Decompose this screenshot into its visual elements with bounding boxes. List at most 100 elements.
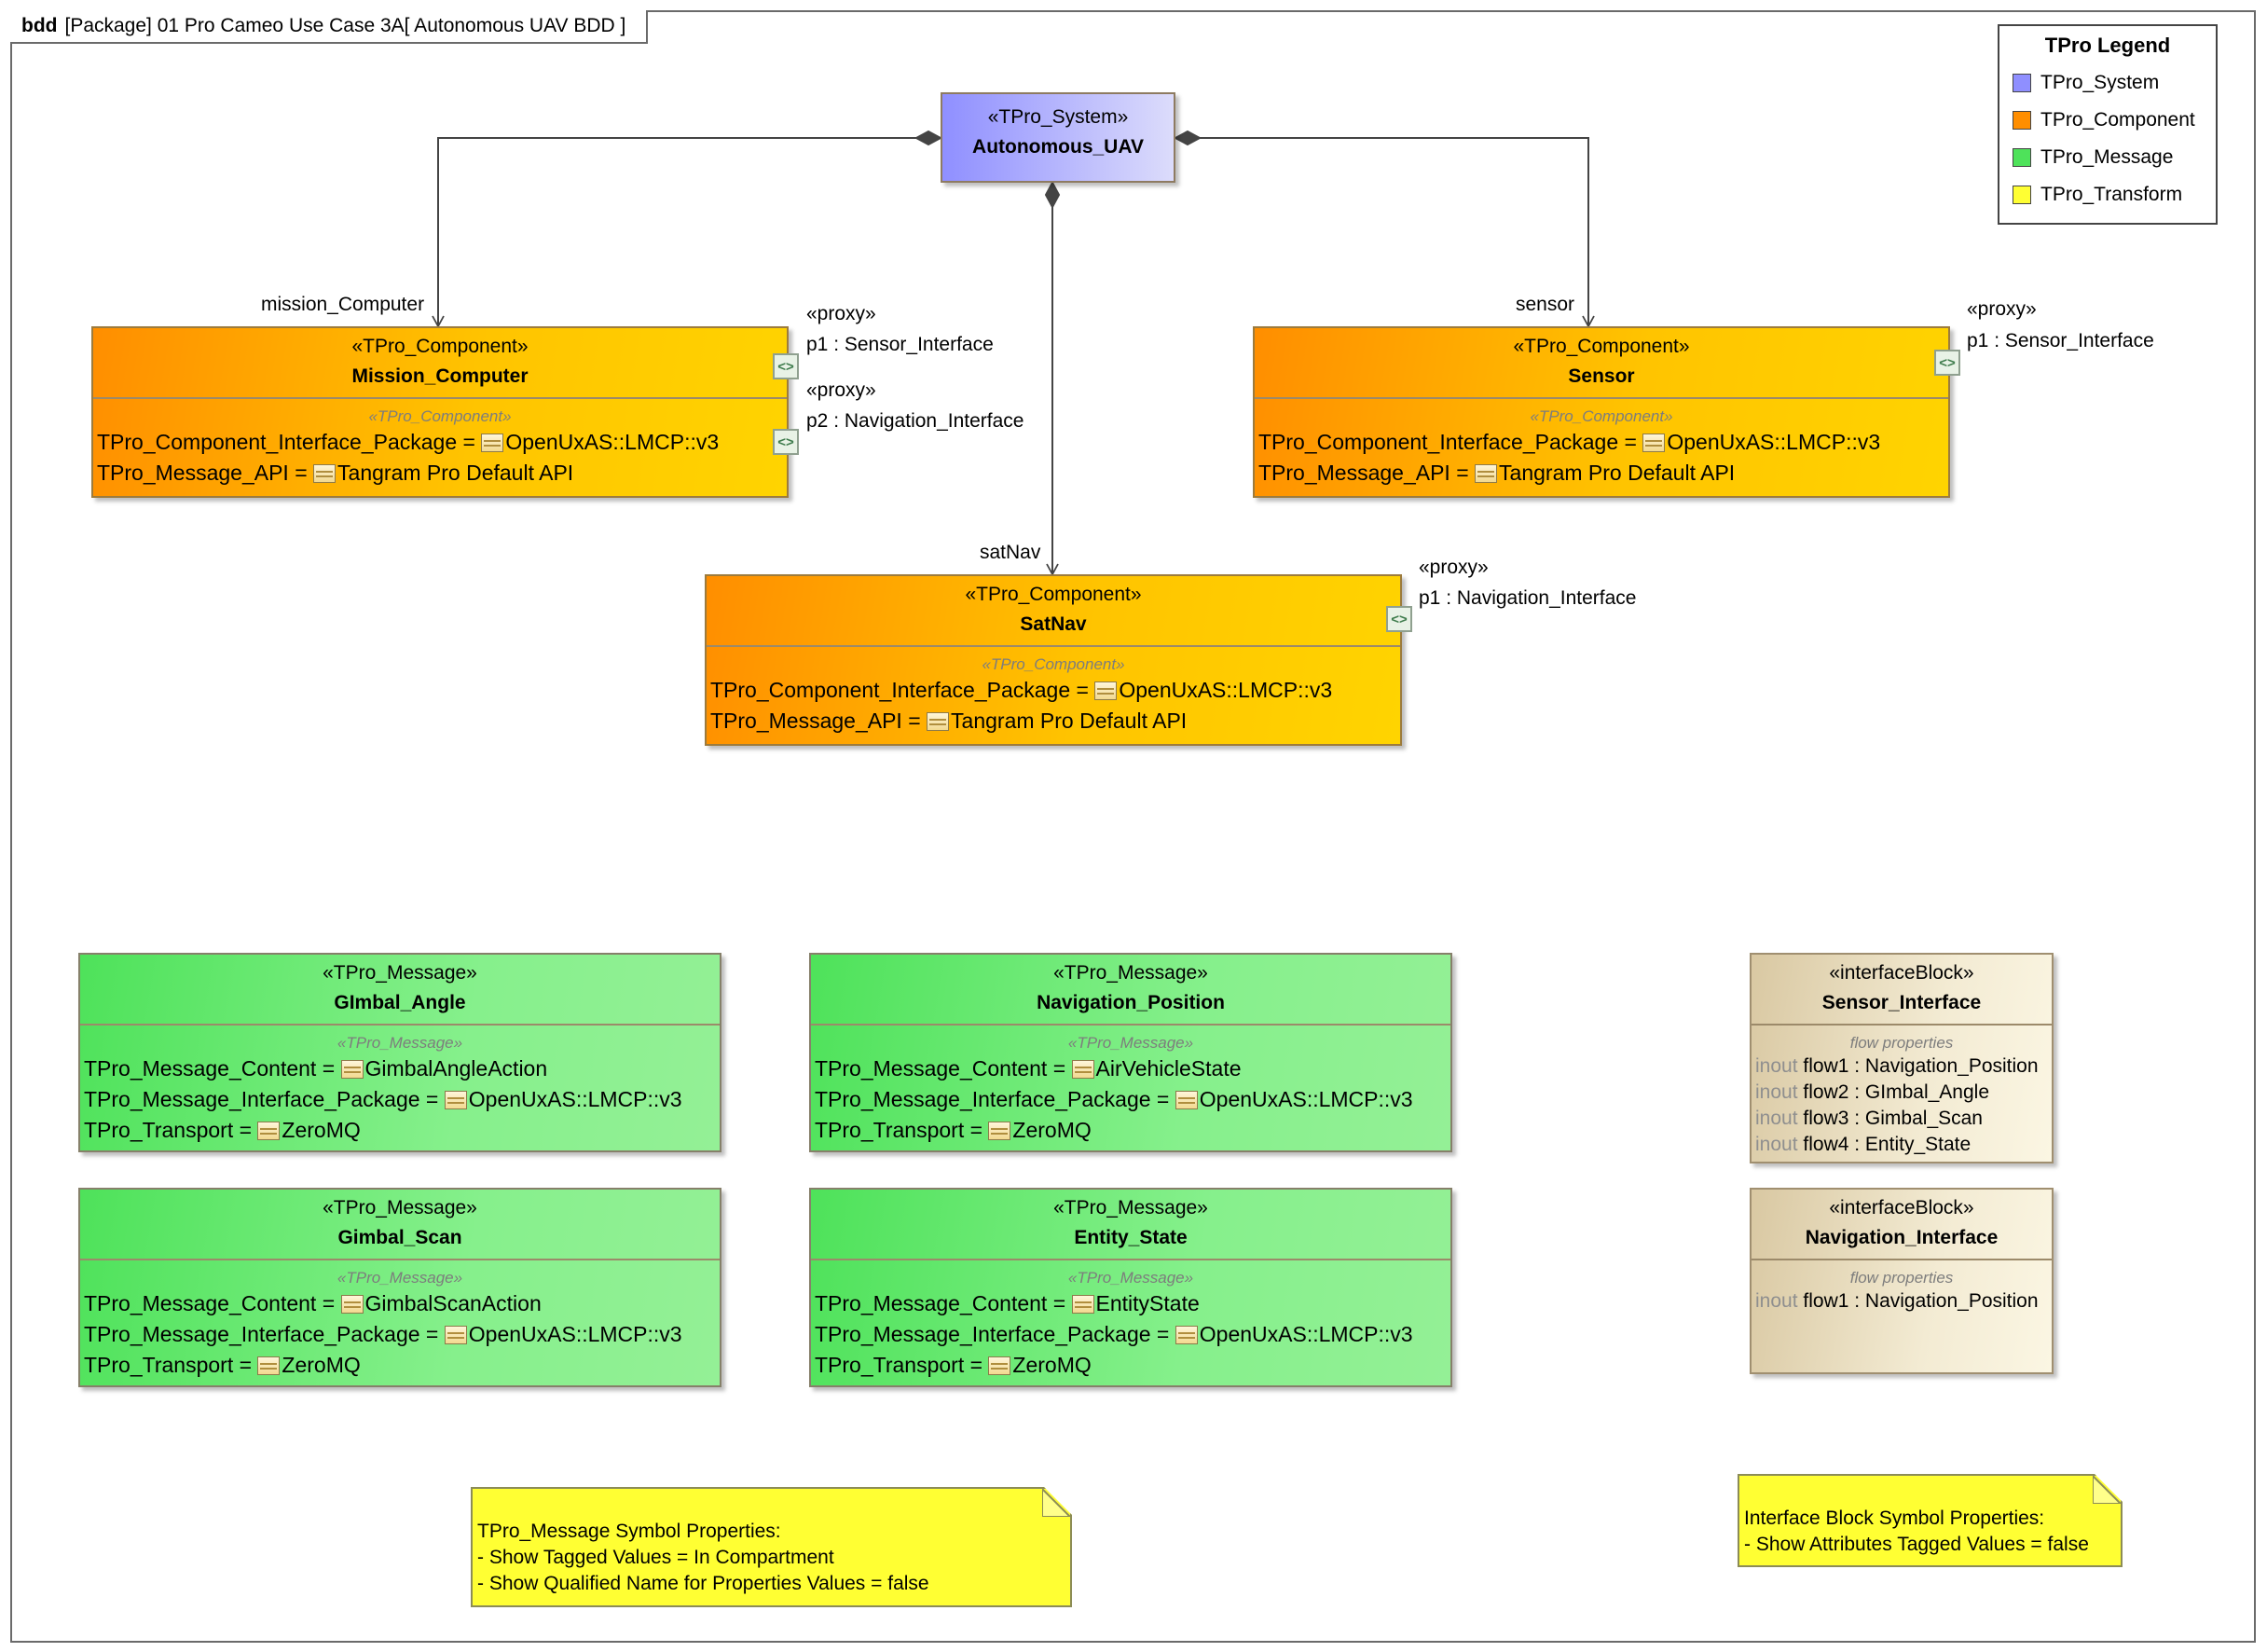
component-name: Sensor — [1568, 365, 1635, 387]
legend-label: TPro_System — [2040, 72, 2160, 93]
proxy-port-icon[interactable]: <> — [1386, 606, 1412, 632]
flow-direction: inout — [1755, 1108, 1798, 1129]
note-line: TPro_Message Symbol Properties: — [477, 1521, 781, 1542]
message-stereotype: «TPro_Message» — [1053, 962, 1208, 984]
message-block-gimbal-scan[interactable]: «TPro_Message» Gimbal_Scan «TPro_Message… — [78, 1188, 721, 1387]
tag-name: TPro_Transport = — [84, 1118, 258, 1142]
composition-to-mission-computer — [432, 130, 943, 328]
flow-direction: inout — [1755, 1290, 1798, 1312]
legend-title: TPro Legend — [2044, 34, 2171, 57]
message-block-gimbal-angle[interactable]: «TPro_Message» GImbal_Angle «TPro_Messag… — [78, 953, 721, 1152]
message-name: Entity_State — [1074, 1227, 1188, 1248]
tag-name: TPro_Transport = — [84, 1353, 258, 1377]
flow-direction: inout — [1755, 1081, 1798, 1103]
flow-property-row: inout flow1 : Navigation_Position — [1752, 1053, 2052, 1080]
tag-value: EntityState — [1095, 1291, 1200, 1315]
compartment-divider — [80, 1024, 720, 1026]
flow-name: flow4 — [1803, 1134, 1849, 1155]
tag-value: OpenUxAS::LMCP::v3 — [1119, 678, 1333, 702]
package-icon — [481, 434, 504, 452]
legend-swatch — [2013, 186, 2031, 204]
component-stereotype: «TPro_Component» — [965, 584, 1142, 605]
tag-value: GimbalAngleAction — [364, 1056, 548, 1081]
tag-value: OpenUxAS::LMCP::v3 — [1199, 1322, 1413, 1346]
tagged-value-row: TPro_Message_Content = GimbalAngleAction — [80, 1053, 720, 1084]
interface-name: Navigation_Interface — [1805, 1227, 1999, 1248]
tagged-value-row: TPro_Message_Interface_Package = OpenUxA… — [80, 1084, 720, 1115]
note-line: - Show Tagged Values = In Compartment — [477, 1547, 834, 1568]
compartment-divider — [1752, 1259, 2052, 1260]
compartment-divider — [811, 1259, 1450, 1260]
tag-value: ZeroMQ — [1012, 1353, 1092, 1377]
flow-property-row: inout flow3 : Gimbal_Scan — [1752, 1106, 2052, 1132]
legend-item: TPro_Transform — [2013, 183, 2216, 207]
flow-type: : Gimbal_Scan — [1848, 1108, 1983, 1129]
tag-name: TPro_Component_Interface_Package = — [97, 430, 482, 454]
flow-type: : Entity_State — [1848, 1134, 1972, 1155]
port-stereotype: «proxy» — [1419, 557, 1489, 578]
system-block[interactable]: «TPro_System» Autonomous_UAV — [941, 92, 1175, 183]
message-block-entity-state[interactable]: «TPro_Message» Entity_State «TPro_Messag… — [809, 1188, 1452, 1387]
component-name: Mission_Computer — [351, 365, 529, 387]
component-name: SatNav — [1020, 613, 1087, 635]
proxy-port-icon[interactable]: <> — [773, 353, 799, 379]
tagged-value-row: TPro_Message_Interface_Package = OpenUxA… — [80, 1319, 720, 1350]
interface-stereotype: «interfaceBlock» — [1829, 1197, 1974, 1218]
tag-value: Tangram Pro Default API — [1499, 461, 1736, 485]
component-block-sensor[interactable]: «TPro_Component» Sensor «TPro_Component»… — [1253, 326, 1950, 498]
diagram-frame-tab: bdd[Package] 01 Pro Cameo Use Case 3A[ A… — [10, 10, 649, 44]
compartment-title: «TPro_Component» — [982, 655, 1125, 673]
tag-value: OpenUxAS::LMCP::v3 — [468, 1322, 682, 1346]
tagged-value-row: TPro_Message_API = Tangram Pro Default A… — [1255, 458, 1948, 489]
diagram-title: [Package] 01 Pro Cameo Use Case 3A[ Auto… — [64, 15, 626, 36]
interface-block-sensor-interface[interactable]: «interfaceBlock» Sensor_Interface flow p… — [1750, 953, 2054, 1163]
class-icon — [257, 1122, 281, 1140]
component-block-mission-computer[interactable]: «TPro_Component» Mission_Computer «TPro_… — [91, 326, 789, 498]
component-stereotype: «TPro_Component» — [351, 336, 529, 357]
tag-value: Tangram Pro Default API — [337, 461, 574, 485]
message-name: GImbal_Angle — [334, 992, 466, 1013]
package-icon — [1175, 1326, 1198, 1344]
system-name: Autonomous_UAV — [972, 136, 1144, 158]
flow-direction: inout — [1755, 1055, 1798, 1077]
tag-name: TPro_Message_Content = — [815, 1056, 1072, 1081]
compartment-divider — [80, 1259, 720, 1260]
compartment-title: «TPro_Component» — [1530, 407, 1673, 425]
component-block-satnav[interactable]: «TPro_Component» SatNav «TPro_Component»… — [705, 574, 1402, 746]
package-icon — [1175, 1091, 1198, 1109]
port-stereotype: «proxy» — [806, 379, 876, 401]
compartment-divider — [93, 397, 787, 399]
compartment-title: «TPro_Message» — [337, 1269, 463, 1287]
note-line: - Show Attributes Tagged Values = false — [1744, 1534, 2089, 1555]
message-block-navigation-position[interactable]: «TPro_Message» Navigation_Position «TPro… — [809, 953, 1452, 1152]
compartment-divider — [811, 1024, 1450, 1026]
tag-name: TPro_Transport = — [815, 1118, 989, 1142]
flow-direction: inout — [1755, 1134, 1798, 1155]
compartment-divider — [1255, 397, 1948, 399]
tag-name: TPro_Message_API = — [1258, 461, 1476, 485]
proxy-port-icon[interactable]: <> — [773, 429, 799, 455]
package-icon — [444, 1091, 467, 1109]
tagged-value-row: TPro_Transport = ZeroMQ — [811, 1115, 1450, 1146]
note-interface-block-symbol-properties[interactable]: Interface Block Symbol Properties: - Sho… — [1738, 1474, 2123, 1567]
tag-name: TPro_Message_Interface_Package = — [84, 1322, 445, 1346]
interface-block-navigation-interface[interactable]: «interfaceBlock» Navigation_Interface fl… — [1750, 1188, 2054, 1374]
compartment-title: flow properties — [1849, 1034, 1954, 1052]
composition-to-sensor — [1173, 130, 1595, 328]
tagged-value-row: TPro_Component_Interface_Package = OpenU… — [707, 675, 1400, 706]
package-icon — [1094, 681, 1118, 700]
tag-value: ZeroMQ — [282, 1118, 361, 1142]
legend: TPro Legend TPro_System TPro_Component T… — [1998, 24, 2218, 225]
tag-name: TPro_Message_Content = — [815, 1291, 1072, 1315]
legend-label: TPro_Component — [2040, 109, 2195, 131]
compartment-divider — [1752, 1024, 2052, 1026]
message-stereotype: «TPro_Message» — [1053, 1197, 1208, 1218]
tagged-value-row: TPro_Message_Content = GimbalScanAction — [80, 1288, 720, 1319]
compartment-title: «TPro_Component» — [368, 407, 512, 425]
note-message-symbol-properties[interactable]: TPro_Message Symbol Properties: - Show T… — [471, 1487, 1072, 1607]
interface-name: Sensor_Interface — [1821, 992, 1982, 1013]
system-stereotype: «TPro_System» — [987, 106, 1129, 128]
proxy-port-icon[interactable]: <> — [1934, 350, 1960, 376]
tag-value: OpenUxAS::LMCP::v3 — [1199, 1087, 1413, 1111]
tagged-value-row: TPro_Message_Content = AirVehicleState — [811, 1053, 1450, 1084]
